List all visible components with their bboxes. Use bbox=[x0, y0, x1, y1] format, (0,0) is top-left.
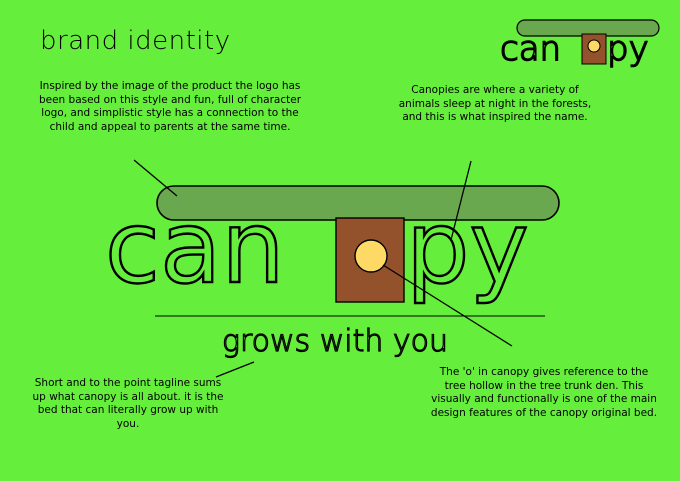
callout-letter-o bbox=[382, 264, 513, 347]
small-logo: can py bbox=[499, 19, 660, 70]
wordmark-left: can bbox=[105, 189, 285, 306]
callout-canopies bbox=[450, 160, 472, 241]
tagline-note: Short and to the point tagline sums up w… bbox=[32, 377, 224, 430]
small-wordmark-right: py bbox=[607, 29, 649, 69]
letter-o-note: The 'o' in canopy gives reference to the… bbox=[430, 366, 658, 419]
callout-lines bbox=[133, 159, 513, 378]
canopies-note: Canopies are where a variety of animals … bbox=[398, 84, 592, 124]
page-title: brand identity bbox=[40, 26, 231, 56]
callout-tagline bbox=[215, 361, 255, 378]
small-hollow bbox=[587, 39, 601, 53]
tree-hollow bbox=[354, 239, 388, 273]
main-logo: can py grows with you bbox=[104, 185, 560, 360]
tagline: grows with you bbox=[222, 324, 448, 359]
small-wordmark-left: can bbox=[500, 29, 561, 69]
wordmark-right: py bbox=[406, 189, 529, 306]
inspiration-note: Inspired by the image of the product the… bbox=[38, 80, 302, 133]
callout-inspiration bbox=[133, 159, 178, 197]
